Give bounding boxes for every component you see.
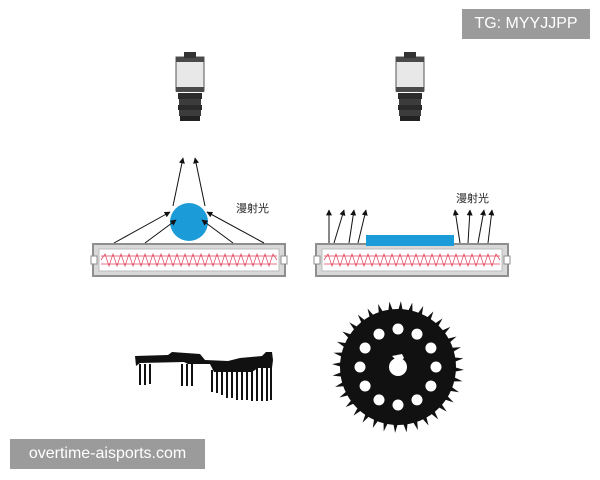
left-backlight-diagram	[90, 157, 288, 277]
gear-tooth	[349, 322, 359, 332]
gear-tooth	[446, 336, 457, 344]
gear-tooth	[383, 421, 389, 432]
gear-tooth	[453, 367, 464, 372]
gear-tooth	[393, 422, 398, 433]
gear-tooth	[332, 362, 343, 367]
gear-silhouette	[332, 301, 464, 433]
right-backlight-diagram	[313, 209, 511, 277]
diffuse-light-label-left: 漫射光	[236, 202, 269, 215]
gear-tooth	[448, 386, 459, 393]
gear-tooth	[335, 381, 346, 387]
camera-icon	[395, 51, 425, 122]
gear-tooth	[402, 422, 408, 433]
gear-tooth	[450, 347, 461, 353]
gear-tooth	[337, 341, 348, 348]
led-backlight	[313, 243, 511, 277]
gear-hole	[411, 328, 423, 340]
comb-part-silhouette	[135, 352, 273, 401]
flat-object	[366, 235, 454, 246]
gear-hole	[373, 394, 385, 406]
gear-hole	[392, 323, 404, 335]
gear-tooth	[430, 409, 439, 420]
gear-tooth	[443, 395, 454, 403]
watermark-bottom: overtime-aisports.com	[10, 439, 205, 469]
gear-hole	[425, 342, 437, 354]
led-backlight	[90, 243, 288, 277]
light-rays	[326, 209, 495, 244]
gear-tooth	[388, 301, 394, 312]
gear-tooth	[357, 314, 366, 325]
gear-tooth	[426, 311, 434, 322]
gear-tooth	[339, 390, 350, 398]
gear-tooth	[353, 406, 363, 416]
gear-tooth	[367, 308, 375, 319]
gear-tooth	[412, 419, 418, 430]
gear-hole	[425, 380, 437, 392]
camera-icon	[175, 51, 205, 122]
watermark-top: TG: MYYJJPP	[462, 9, 590, 39]
gear-hole	[411, 394, 423, 406]
gear-hole	[354, 361, 366, 373]
gear-tooth	[342, 331, 353, 339]
gear-tooth	[433, 318, 443, 328]
comb-teeth	[139, 364, 272, 401]
gear-tooth	[362, 412, 370, 423]
gear-tooth	[398, 301, 403, 312]
sphere-object	[170, 203, 208, 241]
gear-tooth	[437, 402, 447, 412]
gear-hole	[392, 399, 404, 411]
gear-hole	[373, 328, 385, 340]
gear-tooth	[421, 415, 429, 426]
gear-hole	[359, 380, 371, 392]
light-rays	[113, 157, 265, 244]
gear-tooth	[417, 306, 424, 317]
gear-tooth	[440, 326, 451, 335]
gear-tooth	[332, 371, 343, 377]
gear-tooth	[378, 304, 384, 315]
gear-tooth	[453, 357, 464, 363]
gear-hole	[430, 361, 442, 373]
gear-tooth	[407, 302, 413, 313]
diffuse-light-label-right: 漫射光	[456, 192, 489, 205]
gear-tooth	[452, 376, 463, 382]
gear-tooth	[345, 399, 356, 408]
gear-tooth	[333, 352, 344, 358]
gear-hole	[359, 342, 371, 354]
gear-tooth	[372, 417, 379, 428]
